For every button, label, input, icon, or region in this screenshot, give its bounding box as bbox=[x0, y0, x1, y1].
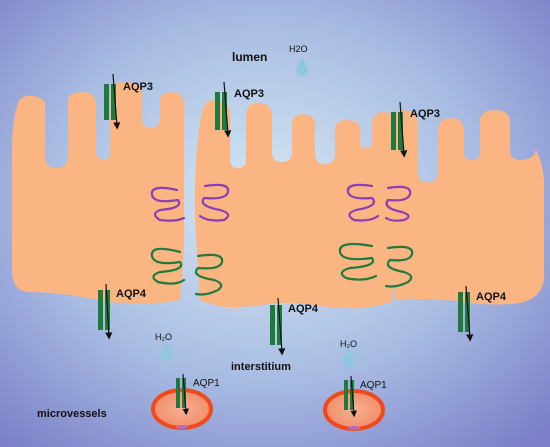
microvessels-label: microvessels bbox=[37, 408, 107, 420]
aqp3-channel-middle bbox=[215, 81, 232, 138]
aqp4-label-middle: AQP4 bbox=[288, 303, 319, 315]
aqp1-label-left: AQP1 bbox=[193, 378, 220, 389]
aqp4-channel-right bbox=[458, 285, 474, 342]
aqp1-channel-right bbox=[344, 375, 358, 418]
aqp4-label-left: AQP4 bbox=[116, 288, 147, 300]
aqp4-label-right: AQP4 bbox=[476, 291, 507, 303]
interstitium-label: interstitium bbox=[231, 361, 291, 373]
junction-right bbox=[338, 242, 414, 288]
aqp3-channel-right bbox=[391, 101, 408, 158]
aqp1-channel-left bbox=[176, 373, 190, 416]
aqp1-label-right: AQP1 bbox=[360, 380, 387, 391]
tight-junction-right bbox=[346, 183, 412, 222]
water-droplet-top bbox=[296, 58, 308, 76]
tight-junction-left bbox=[150, 183, 230, 222]
water-droplet-bottom-left bbox=[161, 343, 173, 361]
aqp4-channel-left bbox=[98, 283, 113, 340]
h2o-label-top: H2O bbox=[289, 44, 308, 54]
aqp3-channel-left bbox=[104, 73, 121, 130]
lumen-label: lumen bbox=[232, 50, 267, 64]
aqp3-label-right: AQP3 bbox=[410, 108, 440, 120]
junction-left bbox=[150, 247, 224, 296]
epithelial-cell-right bbox=[391, 110, 544, 305]
h2o-label-bottom-left: H₂O bbox=[155, 332, 172, 342]
aqp3-label-middle: AQP3 bbox=[234, 88, 264, 100]
aqp4-channel-middle bbox=[270, 297, 286, 356]
water-droplet-bottom-right bbox=[343, 349, 355, 367]
h2o-label-bottom-right: H₂O bbox=[340, 339, 357, 349]
aqp3-label-left: AQP3 bbox=[123, 81, 153, 93]
epithelial-cell-left bbox=[12, 82, 184, 304]
